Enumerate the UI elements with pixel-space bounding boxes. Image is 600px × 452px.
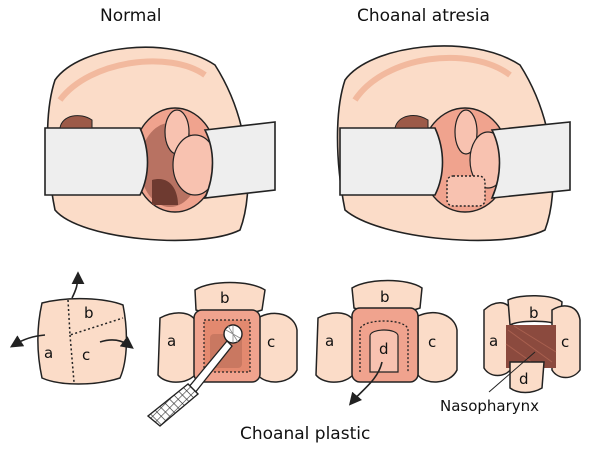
- drill-burr-texture: [225, 325, 241, 343]
- speculum-left-blade-normal: [44, 127, 149, 196]
- nose-atresia-shading: [352, 54, 512, 102]
- nasopharynx-leader-line: [488, 351, 536, 393]
- arrow-left: [9, 334, 46, 348]
- flap-scheme: b a c: [9, 271, 134, 385]
- result-label-a: a: [489, 332, 498, 350]
- step3-label-c: c: [428, 333, 436, 351]
- nose-normal-shading: [57, 58, 207, 102]
- arrow-up: [71, 271, 85, 299]
- nose-normal-ala-shadow: [59, 115, 93, 129]
- nose-atresia-turbinate-upper: [454, 109, 478, 155]
- step3-incision: [359, 320, 409, 372]
- step3-flap-a: [315, 312, 354, 383]
- step3-label-d: d: [379, 340, 389, 358]
- step3-label-b: b: [380, 288, 390, 306]
- arrow-flap-d-down: [348, 361, 383, 406]
- atretic-plate: [446, 175, 486, 207]
- arrow-right: [99, 336, 134, 349]
- flap-d-step: a b c d: [315, 279, 458, 406]
- title-choanal-atresia: Choanal atresia: [357, 6, 490, 26]
- title-choanal-plastic: Choanal plastic: [240, 424, 371, 444]
- result-label-d: d: [519, 370, 529, 388]
- drill-label-b: b: [220, 289, 230, 307]
- nose-normal-choana: [152, 179, 178, 205]
- result-step: a b c d Nasopharynx: [440, 295, 581, 415]
- result-flap-c: [551, 305, 581, 379]
- flap-scheme-cut-upper: [67, 299, 124, 337]
- speculum-right-blade-normal: [203, 121, 276, 199]
- flap-scheme-label-a: a: [44, 344, 53, 362]
- nose-atresia-ala-shadow: [394, 115, 429, 129]
- flap-scheme-cut-lower: [69, 334, 75, 383]
- nasopharynx-label: Nasopharynx: [440, 397, 539, 415]
- drill-handle: [146, 383, 200, 427]
- drill-flap-c: [257, 312, 298, 383]
- nose-normal: [44, 46, 276, 242]
- speculum-right-blade-atresia: [490, 121, 571, 199]
- title-normal: Normal: [100, 6, 162, 26]
- flap-scheme-square: [37, 297, 128, 385]
- speculum-left-blade-atresia: [339, 127, 444, 196]
- flap-scheme-label-b: b: [84, 304, 94, 322]
- result-label-c: c: [561, 333, 569, 351]
- nose-atresia: [336, 45, 571, 242]
- result-flap-d: [509, 361, 545, 394]
- drill-flap-a: [157, 312, 196, 383]
- step3-label-a: a: [325, 332, 334, 350]
- flap-d: [369, 329, 399, 373]
- step3-flap-c: [417, 311, 458, 383]
- flap-scheme-label-c: c: [82, 346, 90, 364]
- result-label-b: b: [529, 304, 539, 322]
- drill-label-c: c: [267, 333, 275, 351]
- drill-label-a: a: [167, 332, 176, 350]
- drilling-step: a b c: [146, 281, 298, 427]
